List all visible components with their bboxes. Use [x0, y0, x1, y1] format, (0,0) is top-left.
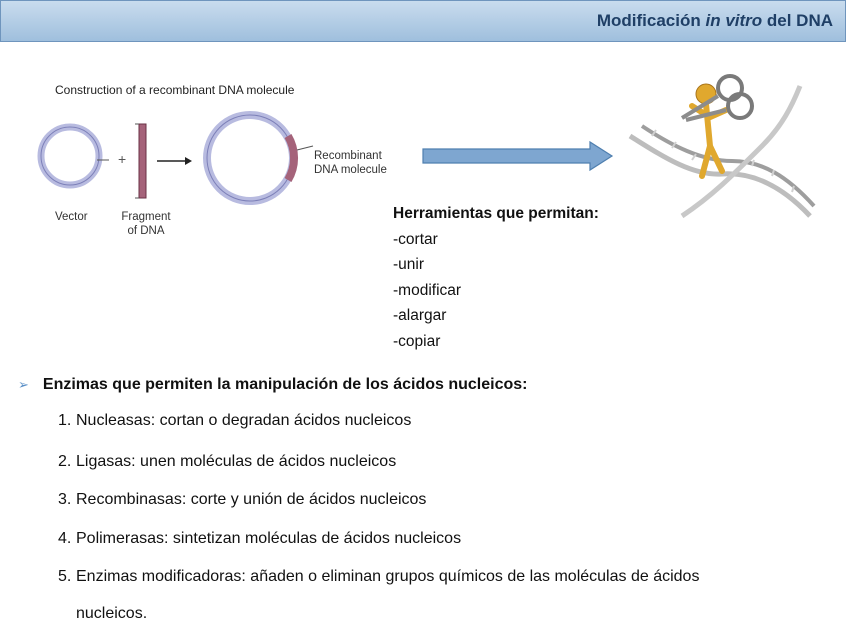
tool-item: -cortar	[393, 230, 438, 248]
tool-item: -copiar	[393, 332, 441, 350]
enzymes-bullet: ➢Enzimas que permiten la manipulación de…	[18, 376, 528, 393]
enzyme-item: 3.Recombinasas: corte y unión de ácidos …	[58, 491, 427, 508]
recombinant-dna-diagram: +	[37, 111, 314, 205]
scissors-dna-illustration	[628, 74, 816, 219]
enzyme-item: 2.Ligasas: unen moléculas de ácidos nucl…	[58, 453, 397, 470]
diagram-caption: Construction of a recombinant DNA molecu…	[55, 83, 295, 97]
enzyme-item: 4.Polimerasas: sintetizan moléculas de á…	[58, 530, 462, 547]
tool-item: -alargar	[393, 307, 447, 324]
enzyme-item: 1.Nucleasas: cortan o degradan ácidos nu…	[58, 412, 412, 429]
tool-item: -unir	[393, 256, 425, 273]
enzyme-item: 5.Enzimas modificadoras: añaden o elimin…	[58, 568, 700, 585]
enzyme-item-continuation: nucleicos.	[76, 605, 148, 622]
inserted-fragment-arc	[284, 133, 298, 183]
tools-title: Herramientas que permitan:	[393, 205, 599, 222]
fragment-label: Fragment of DNA	[121, 211, 171, 237]
vector-label: Vector	[55, 211, 88, 223]
slide-title: Modificación in vitro del DNA	[596, 11, 833, 30]
tool-item: -modificar	[393, 281, 462, 299]
tools-list: Herramientas que permitan: -cortar -unir…	[393, 201, 599, 354]
recombinant-label: Recombinant DNA molecule	[314, 150, 387, 176]
title-bar: Modificación in vitro del DNA	[0, 0, 846, 42]
dna-fragment	[138, 123, 147, 199]
right-arrow-icon	[422, 140, 614, 172]
plus-sign: +	[118, 151, 126, 167]
arrow-bullet-icon: ➢	[18, 377, 29, 392]
